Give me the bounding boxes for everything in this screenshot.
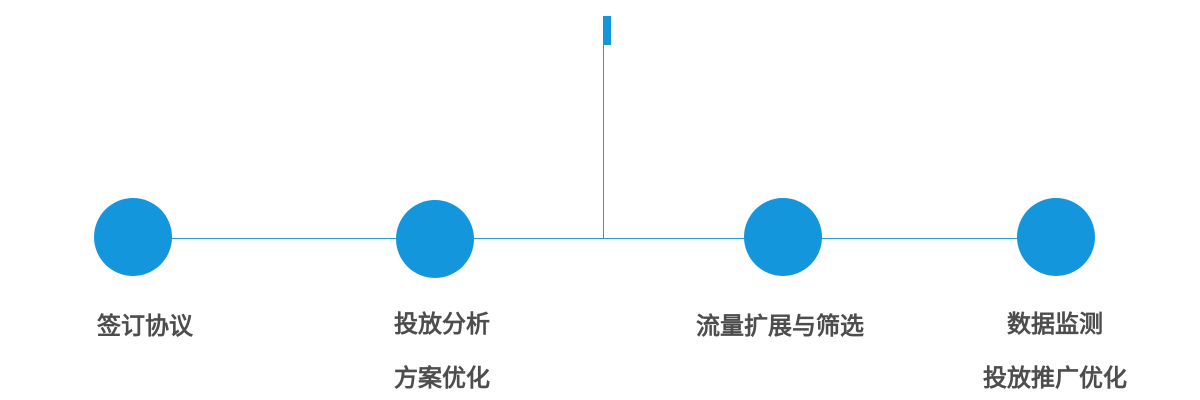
step-3-label-line-1: 流量扩展与筛选 [696,312,864,340]
top-marker [603,16,611,45]
step-4-label: 数据监测 投放推广优化 [983,310,1127,392]
step-4-label-line-2: 投放推广优化 [983,364,1127,392]
step-2-label-line-2: 方案优化 [394,364,490,392]
step-1-label: 签订协议 [97,312,193,340]
vertical-connector [603,45,604,239]
step-4-node [1017,198,1095,276]
step-2-node [396,200,474,278]
step-3-node [744,198,822,276]
timeline-axis [133,238,1057,239]
step-2-label: 投放分析 方案优化 [394,310,490,392]
step-1-label-line-1: 签订协议 [97,312,193,340]
step-3-label: 流量扩展与筛选 [696,312,864,340]
step-2-label-line-1: 投放分析 [394,310,490,338]
step-1-node [94,198,172,276]
step-4-label-line-1: 数据监测 [1007,310,1103,338]
